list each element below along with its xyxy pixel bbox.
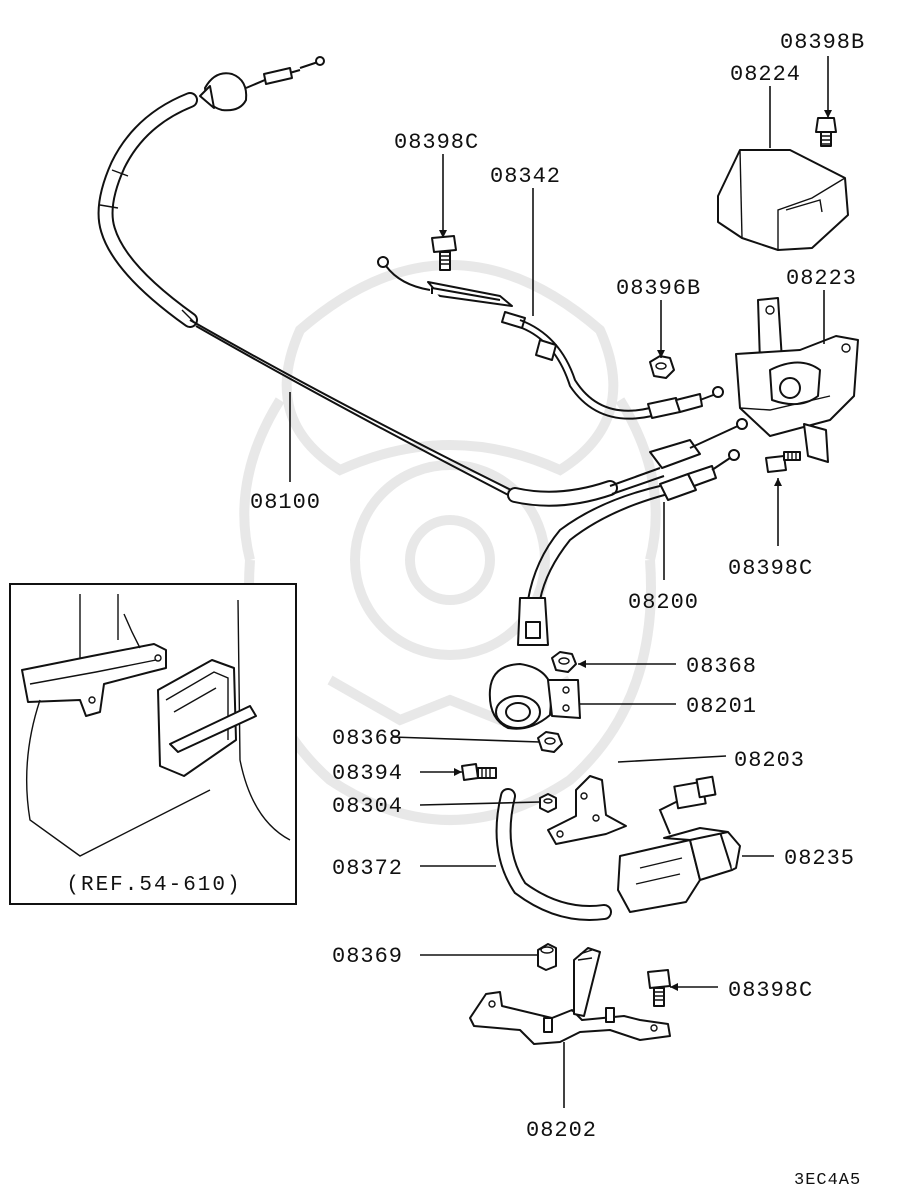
leader-lines (289, 56, 832, 1108)
label-08201: 08201 (686, 694, 757, 719)
nut-08368-left (537, 731, 563, 753)
label-08304: 08304 (332, 794, 403, 819)
inset-reference-label: (REF.54-610) (66, 874, 241, 897)
label-08372: 08372 (332, 856, 403, 881)
nut-08396B (649, 355, 675, 379)
watermark-emblem (239, 260, 661, 825)
motor-08235 (617, 775, 741, 913)
label-08396B: 08396B (616, 276, 701, 301)
label-08398C-right: 08398C (728, 556, 813, 581)
hose-08372 (495, 788, 612, 921)
nut-08368-right (551, 651, 577, 673)
bolt-08398C-bottom (647, 969, 671, 1007)
diagram-code: 3EC4A5 (794, 1171, 861, 1187)
bolt-08398C-right (765, 451, 801, 473)
bolt-08398B (815, 117, 837, 147)
label-08100: 08100 (250, 490, 321, 515)
actuator-08201 (488, 663, 581, 730)
bolt-08394 (461, 763, 497, 781)
nut-08304 (539, 793, 557, 813)
label-08235: 08235 (784, 846, 855, 871)
bracket-08203 (547, 775, 627, 845)
cable-08342 (377, 256, 724, 420)
label-08202: 08202 (526, 1118, 597, 1143)
label-08203: 08203 (734, 748, 805, 773)
inset-reference-view: (REF.54-610) (9, 583, 297, 905)
bracket-08223 (735, 297, 859, 463)
bolt-08398C-top (431, 235, 457, 271)
grommet-08369 (537, 943, 557, 971)
label-08224: 08224 (730, 62, 801, 87)
label-08369: 08369 (332, 944, 403, 969)
label-08200: 08200 (628, 590, 699, 615)
cable-08100 (97, 56, 748, 507)
label-08398C-top: 08398C (394, 130, 479, 155)
cable-08200 (517, 449, 740, 646)
label-08368-right: 08368 (686, 654, 757, 679)
cover-08224 (717, 149, 849, 251)
label-08398C-bottom: 08398C (728, 978, 813, 1003)
part-labels: 08398B 08224 08398C 08342 08223 08396B 0… (250, 30, 865, 1187)
label-08223: 08223 (786, 266, 857, 291)
label-08398B: 08398B (780, 30, 865, 55)
bracket-08202 (469, 947, 671, 1045)
label-08394: 08394 (332, 761, 403, 786)
label-08342: 08342 (490, 164, 561, 189)
label-08368-left: 08368 (332, 726, 403, 751)
